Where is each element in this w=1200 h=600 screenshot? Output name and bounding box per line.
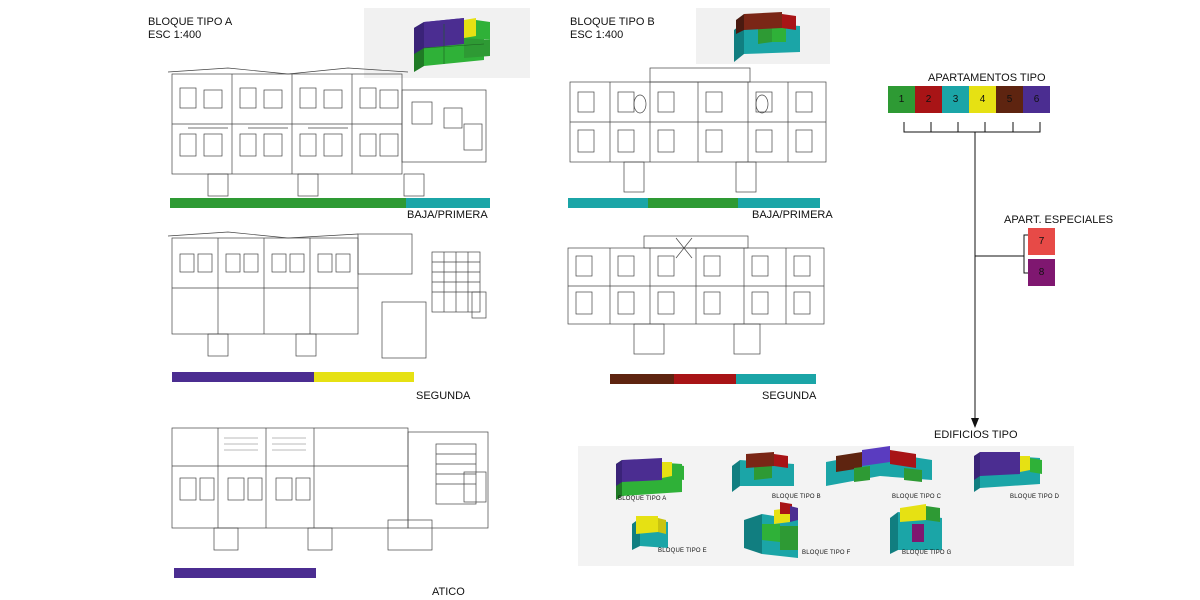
floor-plan-b-baja xyxy=(569,67,827,193)
bar-a-atico xyxy=(174,568,316,578)
bloque-a-scale: ESC 1:400 xyxy=(148,29,202,41)
bloque-a-3d-thumbnail xyxy=(364,8,530,78)
floor-plan-a-baja xyxy=(167,67,487,197)
building-e-label: BLOQUE TIPO E xyxy=(658,548,707,554)
buildings-title: EDIFICIOS TIPO xyxy=(934,429,1018,441)
bloque-b-title-text: BLOQUE TIPO B xyxy=(570,16,655,28)
bloque-b-title: BLOQUE TIPO B ESC 1:400 xyxy=(570,16,655,42)
bar-b-segunda-red xyxy=(674,374,736,384)
bar-a-baja xyxy=(170,198,490,208)
bar-a-atico-purple xyxy=(174,568,316,578)
bloque-b-scale: ESC 1:400 xyxy=(570,29,624,41)
special-title: APART. ESPECIALES xyxy=(1004,214,1114,226)
bar-b-segunda xyxy=(610,374,816,384)
bar-b-baja xyxy=(568,198,820,208)
special-apartment-swatch-8: 8 xyxy=(1028,259,1055,286)
bar-b-baja-green xyxy=(648,198,738,208)
building-e-model xyxy=(632,516,668,550)
building-f-model xyxy=(744,502,798,558)
bloque-b-3d-thumbnail xyxy=(696,8,830,64)
bloque-b-3d-drawing xyxy=(734,12,800,62)
floor-label-b-baja: BAJA/PRIMERA xyxy=(752,209,833,221)
floor-label-b-segunda: SEGUNDA xyxy=(762,390,817,402)
floor-plan-a-segunda xyxy=(167,231,487,359)
bar-b-baja-teal-2 xyxy=(738,198,820,208)
bloque-a-title-text: BLOQUE TIPO A xyxy=(148,16,233,28)
legend-title: APARTAMENTOS TIPO xyxy=(928,72,1046,84)
bloque-a-title: BLOQUE TIPO A ESC 1:400 xyxy=(148,16,232,42)
apartment-type-swatch-3: 3 xyxy=(942,86,969,113)
bar-a-segunda xyxy=(172,372,414,382)
legend-connector-lines xyxy=(903,122,1041,428)
building-d-model xyxy=(974,452,1042,492)
building-g-label: BLOQUE TIPO G xyxy=(902,550,952,556)
floor-label-a-atico: ATICO xyxy=(432,586,465,598)
floor-plan-a-atico xyxy=(171,427,489,551)
bar-a-segunda-purple xyxy=(172,372,314,382)
bar-b-segunda-brown xyxy=(610,374,674,384)
bloque-a-3d-drawing xyxy=(414,18,490,72)
apartment-type-swatch-4: 4 xyxy=(969,86,996,113)
bar-a-baja-teal xyxy=(406,198,490,208)
bar-b-baja-teal-1 xyxy=(568,198,648,208)
bar-a-baja-green xyxy=(170,198,406,208)
building-a-label: BLOQUE TIPO A xyxy=(618,496,667,502)
building-f-label: BLOQUE TIPO F xyxy=(802,550,851,556)
apartment-type-swatch-1: 1 xyxy=(888,86,915,113)
edificios-tipo-panel: BLOQUE TIPO A BLOQUE TIPO B BLOQUE TIPO … xyxy=(578,446,1074,566)
building-g-model xyxy=(890,504,942,554)
building-b-model xyxy=(732,452,794,492)
building-a-model xyxy=(616,458,684,500)
bar-b-segunda-teal xyxy=(736,374,816,384)
building-c-model xyxy=(826,446,932,486)
floor-label-a-baja: BAJA/PRIMERA xyxy=(407,209,488,221)
floor-label-a-segunda: SEGUNDA xyxy=(416,390,471,402)
bar-a-segunda-yellow xyxy=(314,372,414,382)
building-d-label: BLOQUE TIPO D xyxy=(1010,494,1060,500)
special-apartment-swatch-7: 7 xyxy=(1028,228,1055,255)
arrow-down-icon xyxy=(971,418,979,428)
building-b-label: BLOQUE TIPO B xyxy=(772,494,821,500)
apartment-type-swatch-5: 5 xyxy=(996,86,1023,113)
floor-plan-b-segunda xyxy=(567,235,825,355)
apartment-type-swatch-2: 2 xyxy=(915,86,942,113)
building-c-label: BLOQUE TIPO C xyxy=(892,494,942,500)
apartment-type-swatch-6: 6 xyxy=(1023,86,1050,113)
